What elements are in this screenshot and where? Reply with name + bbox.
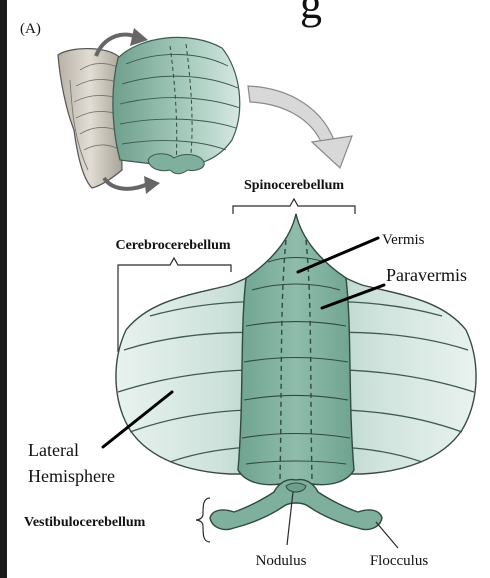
inset-bottom-arrowhead	[144, 176, 160, 194]
spinocerebellum-label: Spinocerebellum	[244, 178, 344, 193]
lateral-hemisphere-label-line2: Hemisphere	[28, 466, 115, 486]
flocculus-label: Flocculus	[370, 553, 428, 569]
paravermis-leader	[320, 283, 386, 310]
vermis-leader	[296, 236, 380, 274]
title-fragment: g	[300, 0, 322, 28]
transition-arrow	[247, 85, 353, 170]
inset-flocculonodular	[147, 153, 205, 175]
panel-label: (A)	[20, 21, 41, 37]
nodulus-label: Nodulus	[256, 553, 307, 569]
main-cerebellum	[115, 213, 477, 531]
vermis-label: Vermis	[382, 232, 425, 248]
lateral-hemisphere-leader	[101, 390, 174, 449]
flocculonodular-lobe	[209, 478, 383, 531]
inset-brainstem	[57, 47, 123, 189]
spinocerebellum-bracket	[232, 197, 356, 214]
lateral-hemisphere-label-line1: Lateral	[28, 440, 79, 460]
inset-green-cerebellum	[112, 36, 241, 167]
inset-bottom-arrow	[102, 176, 149, 191]
cerebrocerebellum-label: Cerebrocerebellum	[115, 238, 230, 253]
inset-cerebellum-illustration	[57, 28, 241, 194]
cerebrocerebellum-bracket	[117, 256, 232, 352]
flocculus-leader	[375, 521, 399, 549]
nodulus-leader	[286, 491, 294, 546]
nodulus	[285, 482, 307, 493]
inset-top-arrowhead	[130, 28, 148, 46]
vestibulocerebellum-label: Vestibulocerebellum	[24, 515, 146, 530]
paravermis-label: Paravermis	[386, 265, 467, 285]
vestibulocerebellum-brace	[195, 497, 211, 543]
left-border-band	[0, 0, 7, 578]
